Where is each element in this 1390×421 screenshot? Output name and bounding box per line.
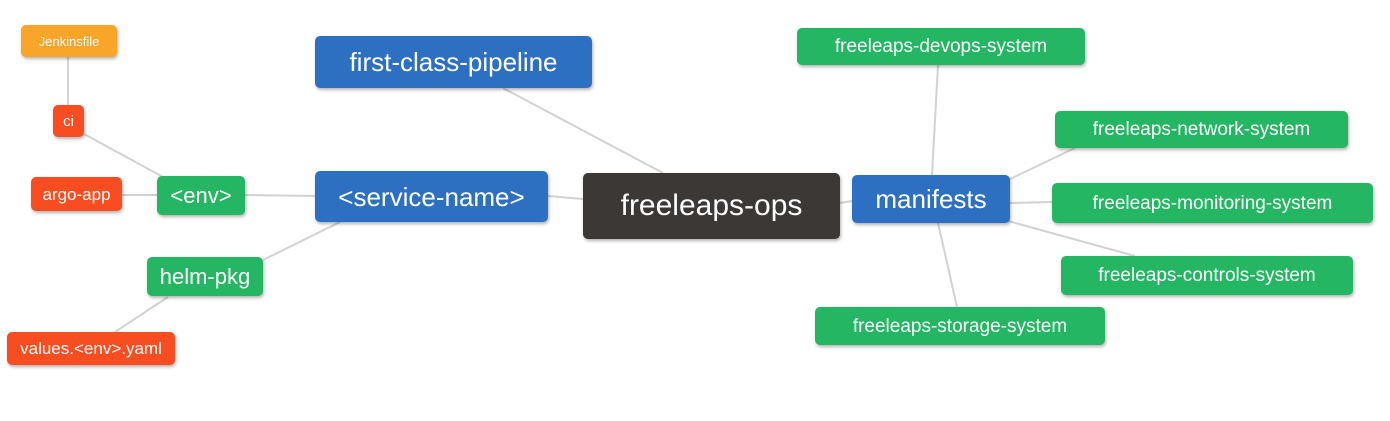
mindmap-node-freeleaps-controls-system[interactable]: freeleaps-controls-system [1061, 256, 1353, 295]
mindmap-node-freeleaps-ops[interactable]: freeleaps-ops [583, 173, 840, 239]
mindmap-node-freeleaps-devops-system[interactable]: freeleaps-devops-system [797, 28, 1085, 65]
mindmap-node-freeleaps-storage-system[interactable]: freeleaps-storage-system [815, 307, 1105, 345]
mindmap-node-service-name[interactable]: <service-name> [315, 171, 548, 222]
mindmap-node-values-env-yaml[interactable]: values.<env>.yaml [7, 332, 175, 365]
mindmap-node-freeleaps-network-system[interactable]: freeleaps-network-system [1055, 111, 1348, 148]
mindmap-node-manifests[interactable]: manifests [852, 175, 1010, 223]
mindmap-node-env[interactable]: <env> [157, 176, 245, 215]
mindmap-node-argo-app[interactable]: argo-app [31, 177, 122, 211]
mindmap-node-jenkinsfile[interactable]: Jenkinsfile [21, 25, 117, 57]
mindmap-node-helm-pkg[interactable]: helm-pkg [147, 257, 263, 296]
mindmap-node-ci[interactable]: ci [53, 105, 84, 137]
mindmap-node-first-class-pipeline[interactable]: first-class-pipeline [315, 36, 592, 88]
mindmap-node-freeleaps-monitoring-system[interactable]: freeleaps-monitoring-system [1052, 183, 1373, 223]
